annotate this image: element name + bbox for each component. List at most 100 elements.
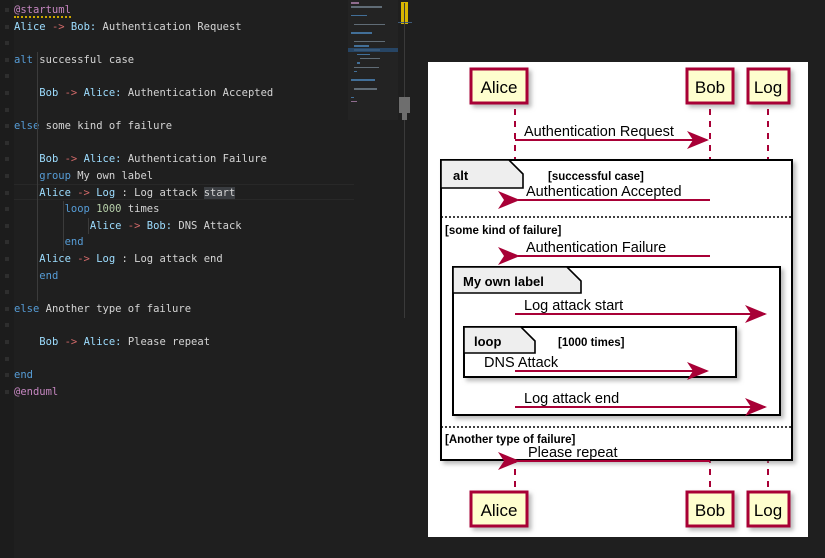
messages [498, 131, 767, 470]
participant-label-alice-top: Alice [481, 78, 518, 97]
sequence-diagram-svg: alt [successful case] [some kind of fail… [440, 67, 793, 528]
scrollbar-selection-marker [398, 22, 412, 23]
code-token: Alice: [83, 336, 122, 348]
code-line[interactable]: Alice -> Log : Log attack end [14, 251, 223, 268]
code-token: -> [127, 219, 141, 232]
msg-label-please-repeat: Please repeat [528, 445, 617, 461]
gutter-line-marker [5, 24, 9, 29]
code-token: My own label [70, 170, 154, 182]
code-token: -> [64, 153, 78, 166]
code-line[interactable]: end [14, 268, 58, 285]
code-token: -> [51, 20, 65, 33]
code-line[interactable]: Bob -> Alice: Authentication Accepted [14, 85, 273, 102]
code-token: else [14, 120, 40, 133]
current-line-highlight [14, 183, 354, 201]
code-token: group [39, 170, 71, 182]
code-token: -> [64, 87, 78, 99]
code-token: end [39, 269, 59, 282]
msg-label-auth-accepted: Authentication Accepted [526, 184, 682, 200]
minimap-viewport-slider[interactable] [348, 0, 398, 120]
participants-bottom[interactable]: Alice Bob Log [469, 490, 791, 528]
code-line[interactable]: Alice -> Bob: DNS Attack [14, 218, 242, 235]
code-line[interactable]: @startuml [14, 2, 71, 19]
minimap-current-line [348, 48, 398, 53]
gutter-line-marker [5, 41, 9, 46]
participants-top[interactable]: Alice Bob Log [469, 67, 791, 105]
code-line[interactable]: end [14, 367, 33, 384]
frame-alt-guard-1: [successful case] [548, 171, 644, 183]
gutter-line-marker [5, 207, 9, 212]
participant-label-log-top: Log [754, 78, 782, 97]
code-line[interactable]: Bob -> Alice: Please repeat [14, 334, 210, 351]
editor-minimap[interactable] [348, 0, 398, 558]
gutter-line-marker [5, 306, 9, 311]
minimap-line [351, 96, 354, 99]
code-token: alt [14, 53, 33, 66]
code-token: @startuml [14, 4, 71, 18]
code-token: @enduml [14, 385, 59, 398]
minimap-line [351, 14, 368, 17]
code-token: Log [96, 186, 116, 199]
indent-guide [87, 217, 89, 235]
scrollbar-thumb-stem[interactable] [402, 97, 407, 120]
frame-alt-tag: alt [453, 168, 469, 183]
participant-box-log-top [746, 67, 791, 105]
code-token: Authentication Accepted [121, 87, 274, 99]
code-token: start [203, 186, 236, 199]
gutter-line-marker [5, 273, 9, 278]
code-token: some kind of failure [39, 120, 173, 133]
participant-label-alice-bottom: Alice [481, 501, 518, 520]
gutter-line-marker [5, 91, 9, 95]
code-line[interactable]: @enduml [14, 384, 58, 401]
participant-label-bob-bottom: Bob [695, 501, 725, 520]
code-line[interactable]: alt successful case [14, 52, 134, 69]
code-line[interactable]: loop 1000 times [14, 201, 160, 218]
code-line[interactable]: else some kind of failure [14, 118, 172, 135]
code-line[interactable]: group My own label [14, 168, 153, 185]
code-token: else [14, 302, 40, 315]
code-line[interactable]: Alice -> Bob: Authentication Request [14, 19, 242, 36]
frame-alt-guard-2: [some kind of failure] [445, 225, 561, 237]
minimap-line [354, 66, 379, 69]
scrollbar-track [404, 3, 405, 318]
code-token: -> [64, 336, 78, 348]
minimap-line [360, 57, 381, 60]
gutter-line-marker [5, 8, 9, 12]
code-token: Alice [89, 219, 122, 232]
minimap-line [357, 53, 370, 56]
frame-loop-tag: loop [474, 334, 501, 349]
code-token: DNS Attack [172, 219, 242, 232]
code-token: : Log attack end [115, 253, 223, 265]
msg-label-dns-attack: DNS Attack [484, 355, 559, 371]
msg-label-auth-request: Authentication Request [524, 124, 674, 140]
code-token: -> [77, 186, 90, 199]
minimap-line [354, 40, 385, 43]
gutter-line-marker [5, 340, 9, 344]
code-line[interactable]: Bob -> Alice: Authentication Failure [14, 151, 267, 168]
code-token: Authentication Request [96, 20, 242, 33]
code-token: Bob [39, 153, 59, 166]
frame-loop-guard: [1000 times] [558, 337, 625, 349]
gutter-line-marker [5, 356, 9, 361]
gutter-line-marker [5, 323, 9, 328]
gutter-line-marker [5, 174, 9, 178]
code-line[interactable]: end [14, 234, 84, 251]
minimap-line [354, 70, 357, 73]
code-token: Bob: [70, 20, 97, 33]
editor-scrollbar[interactable] [398, 0, 412, 558]
code-token: Alice [14, 20, 46, 33]
minimap-line [354, 23, 386, 26]
code-token: Alice: [83, 87, 122, 99]
code-line[interactable]: else Another type of failure [14, 301, 191, 318]
message-labels: Authentication Request Authentication Ac… [484, 124, 682, 461]
participant-box-log-bottom [746, 490, 791, 528]
code-token: successful case [32, 53, 135, 66]
code-line[interactable]: Alice -> Log : Log attack start [14, 185, 236, 202]
code-token: Bob [39, 336, 59, 348]
gutter-line-marker [5, 373, 9, 378]
minimap-line [354, 45, 370, 47]
msg-label-auth-failure: Authentication Failure [526, 240, 666, 256]
